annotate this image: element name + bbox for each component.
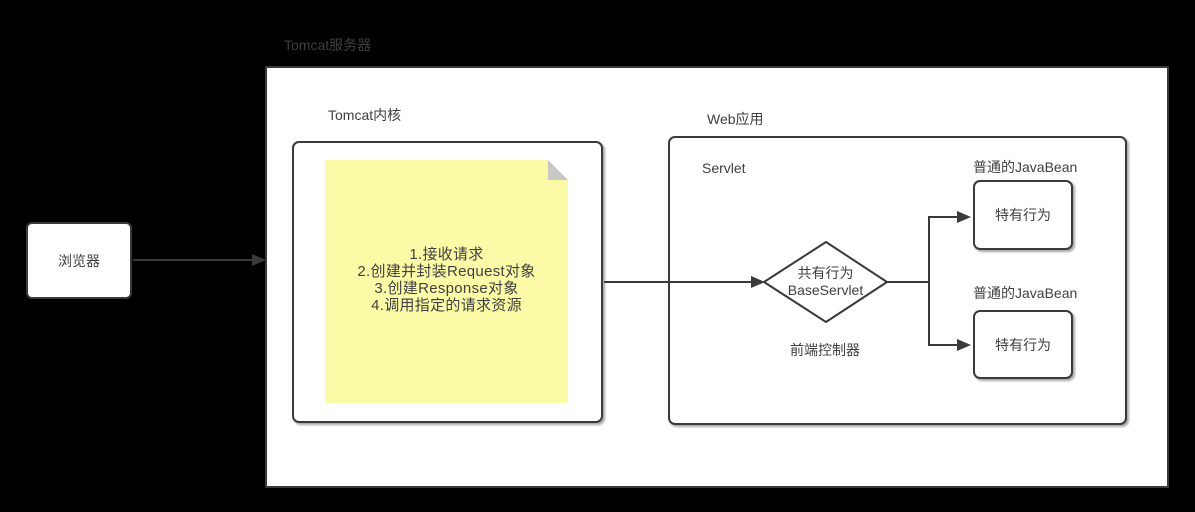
note-line: 4.调用指定的请求资源 bbox=[371, 297, 522, 314]
dispatcher-line1: 共有行为 bbox=[797, 264, 854, 281]
note-line: 1.接收请求 bbox=[409, 246, 484, 263]
dispatcher-line2: BaseServlet bbox=[787, 281, 864, 298]
javabean-behavior-label-1: 特有行为 bbox=[995, 207, 1051, 223]
note-line: 3.创建Response对象 bbox=[374, 280, 519, 297]
javabean-box-2: 特有行为 bbox=[973, 310, 1073, 379]
browser-box: 浏览器 bbox=[26, 222, 132, 299]
javabean-type-label-1: 普通的JavaBean bbox=[973, 159, 1078, 175]
javabean-box-1: 特有行为 bbox=[973, 180, 1073, 250]
browser-to-server-arrowhead bbox=[252, 254, 266, 266]
dispatcher-diamond-text: 共有行为 BaseServlet bbox=[764, 241, 887, 322]
javabean-behavior-label-2: 特有行为 bbox=[995, 336, 1051, 353]
webapp-label: Web应用 bbox=[707, 111, 764, 127]
note-text: 1.接收请求 2.创建并封装Request对象 3.创建Response对象 4… bbox=[325, 246, 568, 314]
front-controller-label: 前端控制器 bbox=[790, 342, 860, 358]
javabean-type-label-2: 普通的JavaBean bbox=[973, 285, 1078, 301]
tomcat-kernel-label: Tomcat内核 bbox=[328, 107, 402, 123]
tomcat-server-label: Tomcat服务器 bbox=[284, 37, 372, 53]
note-line: 2.创建并封装Request对象 bbox=[357, 263, 536, 280]
servlet-label: Servlet bbox=[702, 160, 746, 176]
browser-label: 浏览器 bbox=[58, 252, 100, 269]
note-shape: 1.接收请求 2.创建并封装Request对象 3.创建Response对象 4… bbox=[325, 160, 568, 403]
